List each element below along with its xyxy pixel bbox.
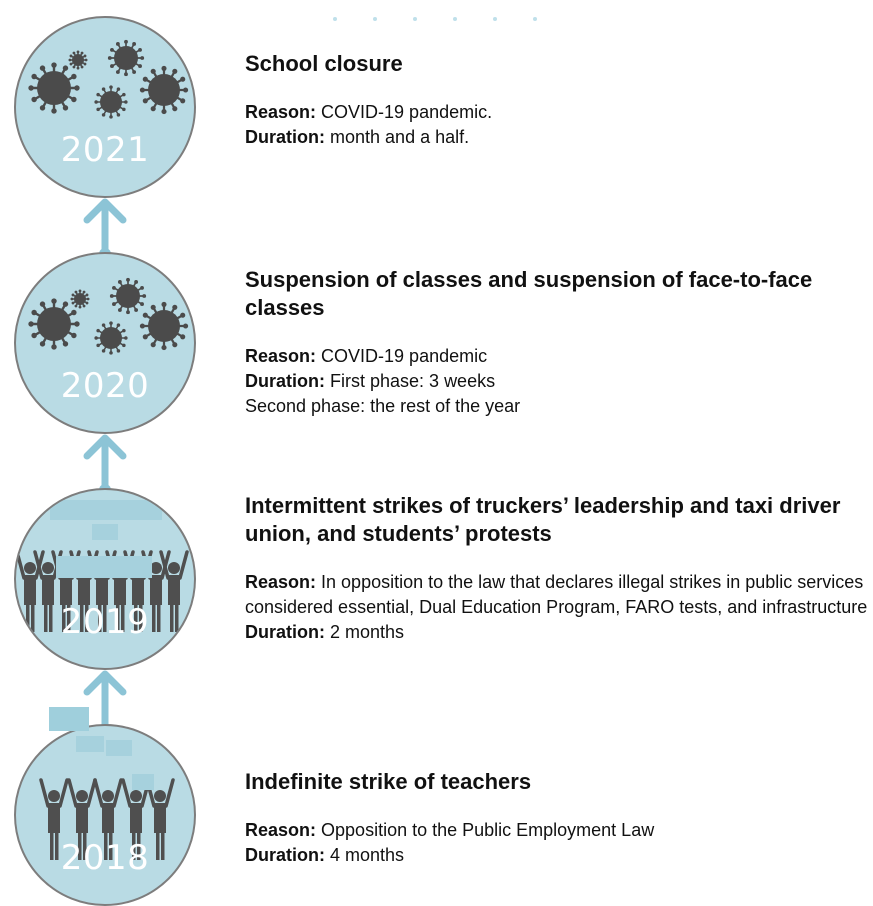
duration-extra-line: Second phase: the rest of the year xyxy=(245,396,521,416)
virus-icon xyxy=(28,277,189,355)
event-title: Intermittent strikes of truckers’ leader… xyxy=(245,493,841,546)
duration-line: Duration: 4 months xyxy=(245,845,405,865)
event-2021: School closure Reason: COVID-19 pandemic… xyxy=(245,50,870,150)
year-label: 2019 xyxy=(60,602,150,642)
event-title: School closure xyxy=(245,51,403,76)
protest-sign xyxy=(49,707,89,731)
protest-crowd-icon xyxy=(39,736,175,860)
reason-line: Reason: Opposition to the Public Employm… xyxy=(245,820,655,840)
year-label: 2021 xyxy=(60,130,150,170)
year-circle-2020: 2020 xyxy=(14,252,196,434)
event-2020: Suspension of classes and suspension of … xyxy=(245,266,870,419)
year-label: 2020 xyxy=(60,366,150,406)
year-circle-2018: 2018 xyxy=(14,724,196,906)
event-title: Indefinite strike of teachers xyxy=(245,769,532,794)
protest-crowd-icon xyxy=(16,500,189,632)
arrow-up-icon xyxy=(83,434,127,496)
arrow-up-icon xyxy=(83,670,127,726)
reason-line: Reason: COVID-19 pandemic xyxy=(245,346,488,366)
event-2019: Intermittent strikes of truckers’ leader… xyxy=(245,492,870,645)
year-label: 2018 xyxy=(60,838,150,878)
virus-icon xyxy=(28,39,189,119)
reason-line: Reason: In opposition to the law that de… xyxy=(245,572,868,617)
duration-line: Duration: First phase: 3 weeks xyxy=(245,371,496,391)
arrow-up-icon xyxy=(83,198,127,260)
year-circle-2021: 2021 xyxy=(14,16,196,198)
event-title: Suspension of classes and suspension of … xyxy=(245,267,813,320)
duration-line: Duration: month and a half. xyxy=(245,127,470,147)
reason-line: Reason: COVID-19 pandemic. xyxy=(245,102,493,122)
duration-line: Duration: 2 months xyxy=(245,622,405,642)
year-circle-2019: 2019 xyxy=(14,488,196,670)
top-edge-marks xyxy=(333,17,537,21)
event-2018: Indefinite strike of teachers Reason: Op… xyxy=(245,768,870,868)
